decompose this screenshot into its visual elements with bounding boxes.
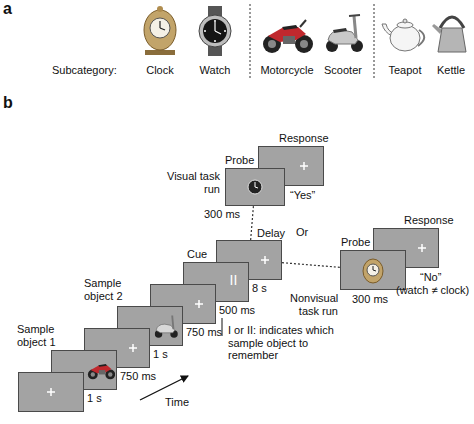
annotation-text: 300 ms: [352, 293, 388, 306]
annotation-text: Nonvisual task run: [290, 292, 338, 317]
dotted-connector: [251, 206, 254, 240]
annotation-text: 1 s: [87, 392, 102, 405]
scooter-stimulus: [152, 313, 180, 339]
screen-heading: Probe: [341, 236, 370, 249]
annotation-text: 300 ms: [204, 208, 240, 221]
fixation-cross: [260, 255, 270, 265]
annotation-text: 8 s: [252, 282, 267, 295]
annotation-text: 1 s: [153, 348, 168, 361]
annotation-text: Kettle: [428, 64, 474, 77]
motorcycle-stimulus: [87, 357, 115, 381]
annotation-text: “No”: [420, 271, 441, 284]
teapot-icon: [382, 19, 424, 51]
scooter-icon: [326, 15, 363, 52]
kettle-icon: [432, 17, 466, 52]
screen-heading: Response: [279, 132, 329, 145]
watch-probe: [245, 177, 265, 197]
annotation-text: Teapot: [375, 64, 435, 77]
annotation-text: Watch: [185, 64, 245, 77]
annotation-text: I or II: indicates which sample object t…: [228, 324, 346, 362]
screen-heading: Cue: [187, 248, 207, 261]
fixation-screen: [18, 372, 84, 412]
annotation-text: Visual task run: [160, 170, 220, 195]
screen-heading: Probe: [225, 154, 254, 167]
watch-icon: [199, 6, 231, 56]
annotation-text: 750 ms: [186, 326, 222, 339]
annotation-text: Or: [296, 226, 308, 239]
separator-lines: [250, 4, 374, 78]
annotation-text: Scooter: [313, 64, 373, 77]
panel-letter: a: [3, 0, 12, 18]
screen-heading: Response: [404, 214, 454, 227]
dotted-connector: [282, 263, 340, 268]
screen-heading: Sample object 1: [17, 323, 67, 348]
annotation-text: Motorcycle: [252, 64, 322, 77]
clock-probe: [359, 256, 387, 284]
fixation-cross: [417, 243, 427, 253]
annotation-text: Time: [165, 396, 189, 409]
screen-heading: Delay: [257, 227, 285, 240]
motorcycle-icon: [263, 20, 313, 53]
annotation-text: 500 ms: [219, 304, 255, 317]
fixation-cross: [299, 161, 309, 171]
panel-letter: b: [3, 94, 13, 112]
annotation-text: “Yes”: [290, 189, 315, 202]
screen-heading: Sample object 2: [84, 277, 134, 302]
annotation-text: Subcategory:: [52, 64, 117, 77]
annotation-text: 750 ms: [120, 370, 156, 383]
annotation-text: Clock: [130, 64, 190, 77]
clock-icon: [144, 6, 176, 55]
cue-symbol: II: [217, 272, 250, 288]
annotation-text: (watch ≠ clock): [396, 284, 469, 297]
